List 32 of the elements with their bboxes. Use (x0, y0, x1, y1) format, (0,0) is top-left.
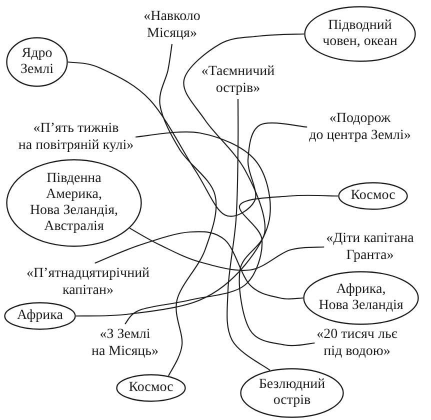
connector-line (159, 44, 217, 376)
book-title: «П’ятнадцятирічний капітан» (26, 265, 150, 299)
book-title: «Подорож до центра Землі» (309, 110, 411, 144)
place-label: Південна Америка, Нова Зеландія, Австралія (30, 171, 118, 235)
place-ellipse (240, 368, 344, 418)
connector-line (124, 194, 338, 324)
place-label: Безлюдний острів (258, 377, 326, 409)
place-label: Африка (17, 308, 63, 324)
connector-line (226, 99, 270, 371)
place-label: Африка, Нова Зеландія (318, 282, 404, 314)
place-label: Ядро Землі (20, 46, 54, 78)
place-ellipse (303, 271, 419, 325)
place-label: Космос (128, 380, 174, 396)
place-ellipse (6, 37, 68, 87)
place-label: Космос (350, 188, 396, 204)
place-ellipse (6, 159, 142, 247)
book-title: «П’ять тижнів на повітряній кулі» (18, 120, 134, 154)
connector-line (68, 61, 308, 217)
book-title: «Діти капітана Гранта» (326, 230, 414, 264)
place-ellipse (304, 6, 416, 62)
book-title: «20 тисяч льє під водою» (316, 326, 398, 360)
place-ellipse (338, 182, 408, 210)
book-title: «Навколо Місяця» (144, 8, 200, 42)
connector-line (76, 131, 271, 317)
book-title: «Таємничий острів» (201, 63, 275, 97)
connector-line (129, 228, 324, 271)
place-ellipse (116, 374, 186, 402)
place-ellipse (4, 302, 76, 330)
book-title: «З Землі на Місяць» (91, 326, 159, 360)
connector-line (94, 231, 304, 300)
place-label: Підводний човен, океан (322, 18, 398, 50)
connector-line (183, 33, 315, 346)
